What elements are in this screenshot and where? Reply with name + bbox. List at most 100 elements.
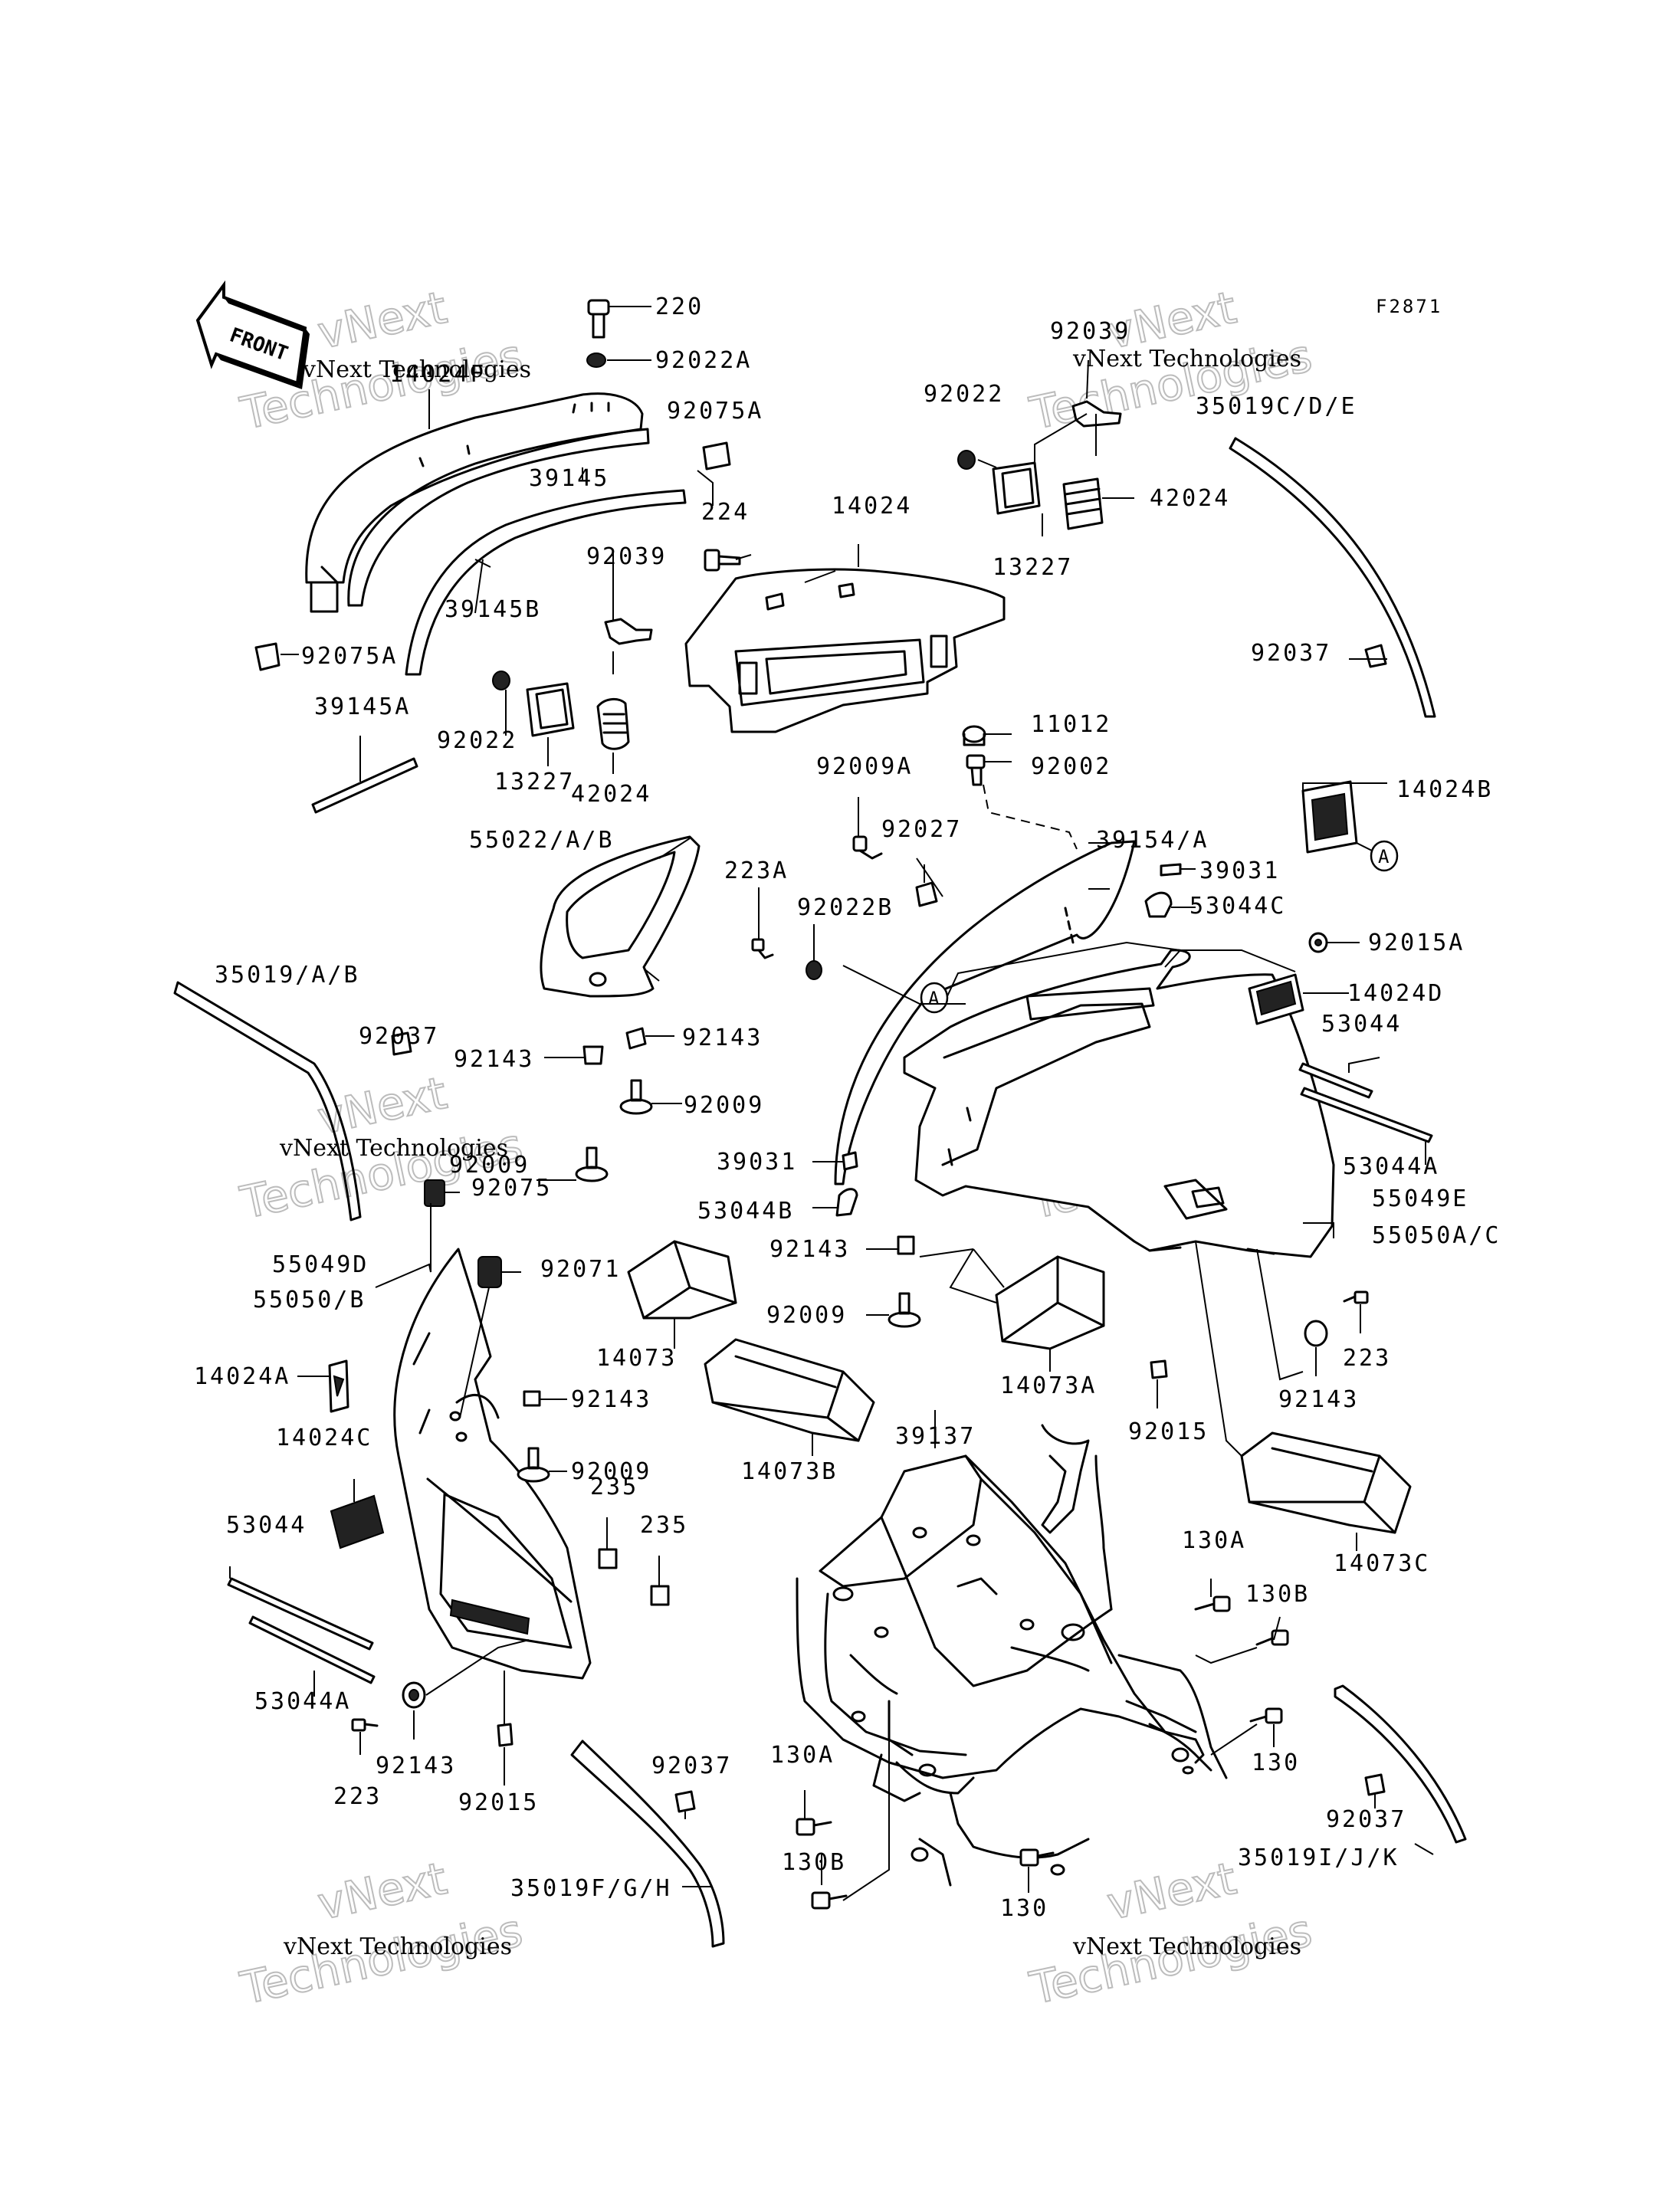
- bolt-130-m-part: [1019, 1848, 1055, 1867]
- label-130B-r: 130B: [1245, 1581, 1310, 1608]
- label-53044A-l: 53044A: [254, 1688, 351, 1715]
- label-92143-d: 92143: [571, 1386, 651, 1413]
- label-223-l: 223: [333, 1783, 382, 1810]
- damper-13227-mid-part: [526, 682, 575, 737]
- label-92022-top: 92022: [924, 381, 1004, 408]
- label-92071: 92071: [540, 1256, 621, 1283]
- label-14024A: 14024A: [194, 1363, 290, 1390]
- label-55022AB: 55022/A/B: [469, 827, 615, 854]
- nut-92015A-part: [1308, 932, 1328, 953]
- label-92037-br: 92037: [1326, 1806, 1406, 1833]
- bolt-223A-part: [751, 938, 774, 959]
- bolt-223-r-part: [1343, 1290, 1369, 1304]
- reference-marker-a-right: [1370, 840, 1399, 872]
- bracket-14024B-part: [1301, 780, 1358, 854]
- watermark-bottom-right: vNext Technologies vNext Technologies: [1025, 1851, 1317, 2015]
- label-92009-c: 92009: [766, 1302, 847, 1329]
- label-92143-c: 92143: [769, 1236, 850, 1263]
- leader-lines: [229, 306, 1434, 1901]
- label-92143-e: 92143: [1278, 1386, 1359, 1413]
- label-14024F: 14024F: [389, 361, 486, 388]
- label-92027: 92027: [881, 816, 962, 843]
- label-130A-r: 130A: [1182, 1527, 1246, 1554]
- label-130A-l: 130A: [770, 1742, 835, 1769]
- label-92075A-top: 92075A: [667, 398, 763, 425]
- label-13227-mid: 13227: [494, 769, 575, 795]
- label-14073C: 14073C: [1334, 1550, 1430, 1577]
- bolt-224-part: [704, 549, 741, 572]
- trim-35019AB-part: [173, 981, 362, 1221]
- svg-text:vNext Technologies: vNext Technologies: [302, 356, 531, 383]
- bolt-130B-r-part: [1255, 1629, 1289, 1646]
- grommet-92143-f-part: [402, 1681, 426, 1709]
- label-130B-l: 130B: [782, 1849, 846, 1876]
- reference-marker-a-left: [920, 982, 949, 1014]
- meter-housing-14024-part: [684, 568, 1006, 733]
- trim-39145-part: [347, 428, 650, 607]
- washer-92022-mid-part: [492, 671, 510, 690]
- bracket-53044B-part: [835, 1188, 858, 1217]
- clip-92037-br-part: [1364, 1773, 1386, 1796]
- watermark-bottom-left: vNext Technologies vNext Technologies: [235, 1851, 528, 2015]
- label-53044C: 53044C: [1189, 893, 1286, 920]
- label-14073B: 14073B: [741, 1458, 838, 1485]
- label-14024B: 14024B: [1396, 776, 1493, 803]
- washer-92022-top-part: [957, 450, 976, 470]
- figure-code: F2871: [1376, 296, 1442, 317]
- label-13227-top: 13227: [993, 554, 1073, 581]
- svg-text:vNext Technologies: vNext Technologies: [1072, 346, 1301, 372]
- upper-cowl-55049E-part: [903, 949, 1335, 1258]
- label-39137: 39137: [895, 1423, 976, 1450]
- trim-35019CDE-part: [1229, 437, 1436, 718]
- label-92015-r: 92015: [1128, 1418, 1209, 1445]
- screw-92009-b-part: [575, 1146, 609, 1182]
- bracket-53044C-part: [1144, 891, 1173, 918]
- duct-14073-part: [627, 1240, 737, 1320]
- label-35019FGH: 35019F/G/H: [510, 1875, 672, 1902]
- damper-42024-top-part: [1062, 477, 1104, 530]
- label-39154A: 39154/A: [1096, 827, 1209, 854]
- label-92143-a: 92143: [454, 1046, 534, 1073]
- grommet-92143-b-part: [625, 1027, 647, 1050]
- bolt-235-a-part: [598, 1548, 618, 1569]
- strip-53044A-r-part: [1300, 1087, 1433, 1143]
- bracket-14024D-part: [1248, 973, 1304, 1025]
- label-53044A-r: 53044A: [1343, 1153, 1439, 1180]
- svg-text:vNext Technologies: vNext Technologies: [279, 1135, 508, 1162]
- label-55049E: 55049E: [1372, 1185, 1468, 1212]
- label-39031-r: 39031: [1199, 857, 1280, 884]
- label-55049D: 55049D: [272, 1251, 369, 1278]
- trim-35019IJK-part: [1334, 1684, 1467, 1844]
- label-39145B: 39145B: [445, 596, 541, 623]
- svg-text:vNext: vNext: [1103, 1852, 1241, 1930]
- grommet-92143-e-part: [1304, 1320, 1328, 1347]
- part-labels: 220 92022A 14024F 92075A 39145 224 14024…: [194, 293, 1499, 1922]
- svg-text:vNext Technologies: vNext Technologies: [1072, 1933, 1301, 1960]
- svg-text:vNext Technologies: vNext Technologies: [283, 1933, 512, 1960]
- label-224: 224: [701, 499, 750, 526]
- svg-text:vNext: vNext: [313, 1852, 451, 1930]
- windshield-39154-part: [834, 840, 1136, 1185]
- front-arrow-icon: FRONT: [195, 280, 310, 389]
- screw-11012-part: [962, 725, 986, 746]
- label-53044-l: 53044: [226, 1512, 307, 1539]
- clip-92075A-top-part: [702, 441, 731, 471]
- grommet-92039-mid-part: [604, 618, 653, 645]
- bolt-223-l-part: [351, 1718, 379, 1732]
- bolt-130A-r-part: [1194, 1595, 1231, 1612]
- screw-92009-d-part: [517, 1447, 550, 1483]
- label-92009-a: 92009: [684, 1092, 764, 1119]
- side-cowl-55049D-part: [393, 1248, 592, 1680]
- label-220: 220: [655, 293, 704, 320]
- label-55050B: 55050/B: [253, 1287, 366, 1313]
- reference-marker-a-left-label: A: [928, 988, 940, 1009]
- screw-92009-c-part: [888, 1292, 921, 1328]
- bolt-130A-l-part: [796, 1818, 832, 1836]
- clip-39031-m-part: [842, 1151, 858, 1171]
- clip-92037-l-part: [391, 1031, 412, 1056]
- grommet-92143-a-part: [582, 1045, 604, 1065]
- label-14024: 14024: [832, 493, 912, 520]
- label-92009-d: 92009: [571, 1458, 651, 1485]
- strip-53044A-l-part: [248, 1615, 376, 1684]
